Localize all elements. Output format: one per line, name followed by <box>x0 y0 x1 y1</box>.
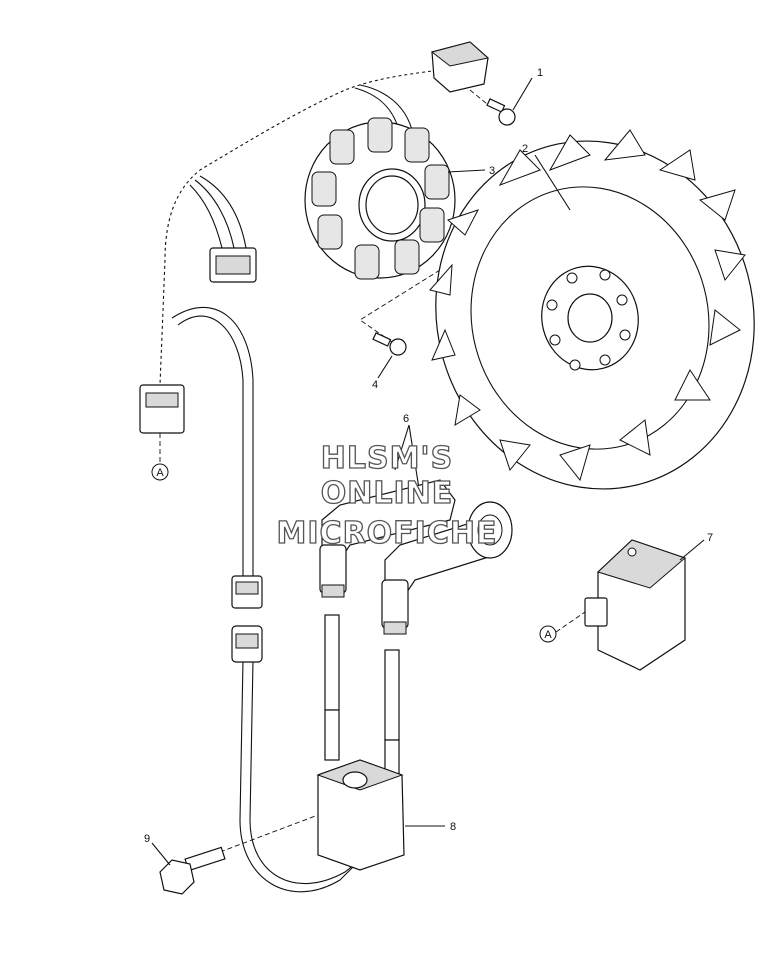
inline-connector-upper <box>231 575 263 609</box>
coil-lead-wires <box>171 306 367 893</box>
harness-connector-small <box>209 247 257 283</box>
svg-text:HLSM'S: HLSM'S <box>321 441 453 476</box>
svg-text:4: 4 <box>372 379 378 391</box>
harness-plug-a <box>139 384 185 434</box>
spark-plug-cap-right <box>381 501 513 635</box>
svg-text:A: A <box>544 629 552 641</box>
svg-text:1: 1 <box>537 67 543 79</box>
screw-1 <box>486 98 516 126</box>
svg-text:9: 9 <box>144 833 150 845</box>
spark-plug-cap-left <box>319 479 456 598</box>
svg-text:3: 3 <box>489 165 495 177</box>
inline-connector-lower <box>231 625 263 663</box>
svg-text:8: 8 <box>450 821 456 833</box>
ignition-coil <box>316 759 405 871</box>
reference-a-right: A <box>539 625 557 643</box>
flywheel <box>429 129 755 490</box>
plug-wires <box>324 614 400 781</box>
screw-4 <box>372 332 407 356</box>
cdi-module <box>584 539 686 671</box>
watermark: HLSM'S ONLINE MICROFICHE <box>276 440 498 551</box>
svg-text:MICROFICHE: MICROFICHE <box>277 516 498 551</box>
reference-a-left: A <box>151 463 169 481</box>
svg-text:6: 6 <box>403 413 409 425</box>
stator <box>304 117 456 280</box>
svg-text:A: A <box>156 467 164 479</box>
svg-text:2: 2 <box>522 143 528 155</box>
svg-text:7: 7 <box>707 532 713 544</box>
svg-text:ONLINE: ONLINE <box>321 476 454 511</box>
bolt-9 <box>159 846 226 895</box>
harness-top-connector <box>430 41 490 93</box>
